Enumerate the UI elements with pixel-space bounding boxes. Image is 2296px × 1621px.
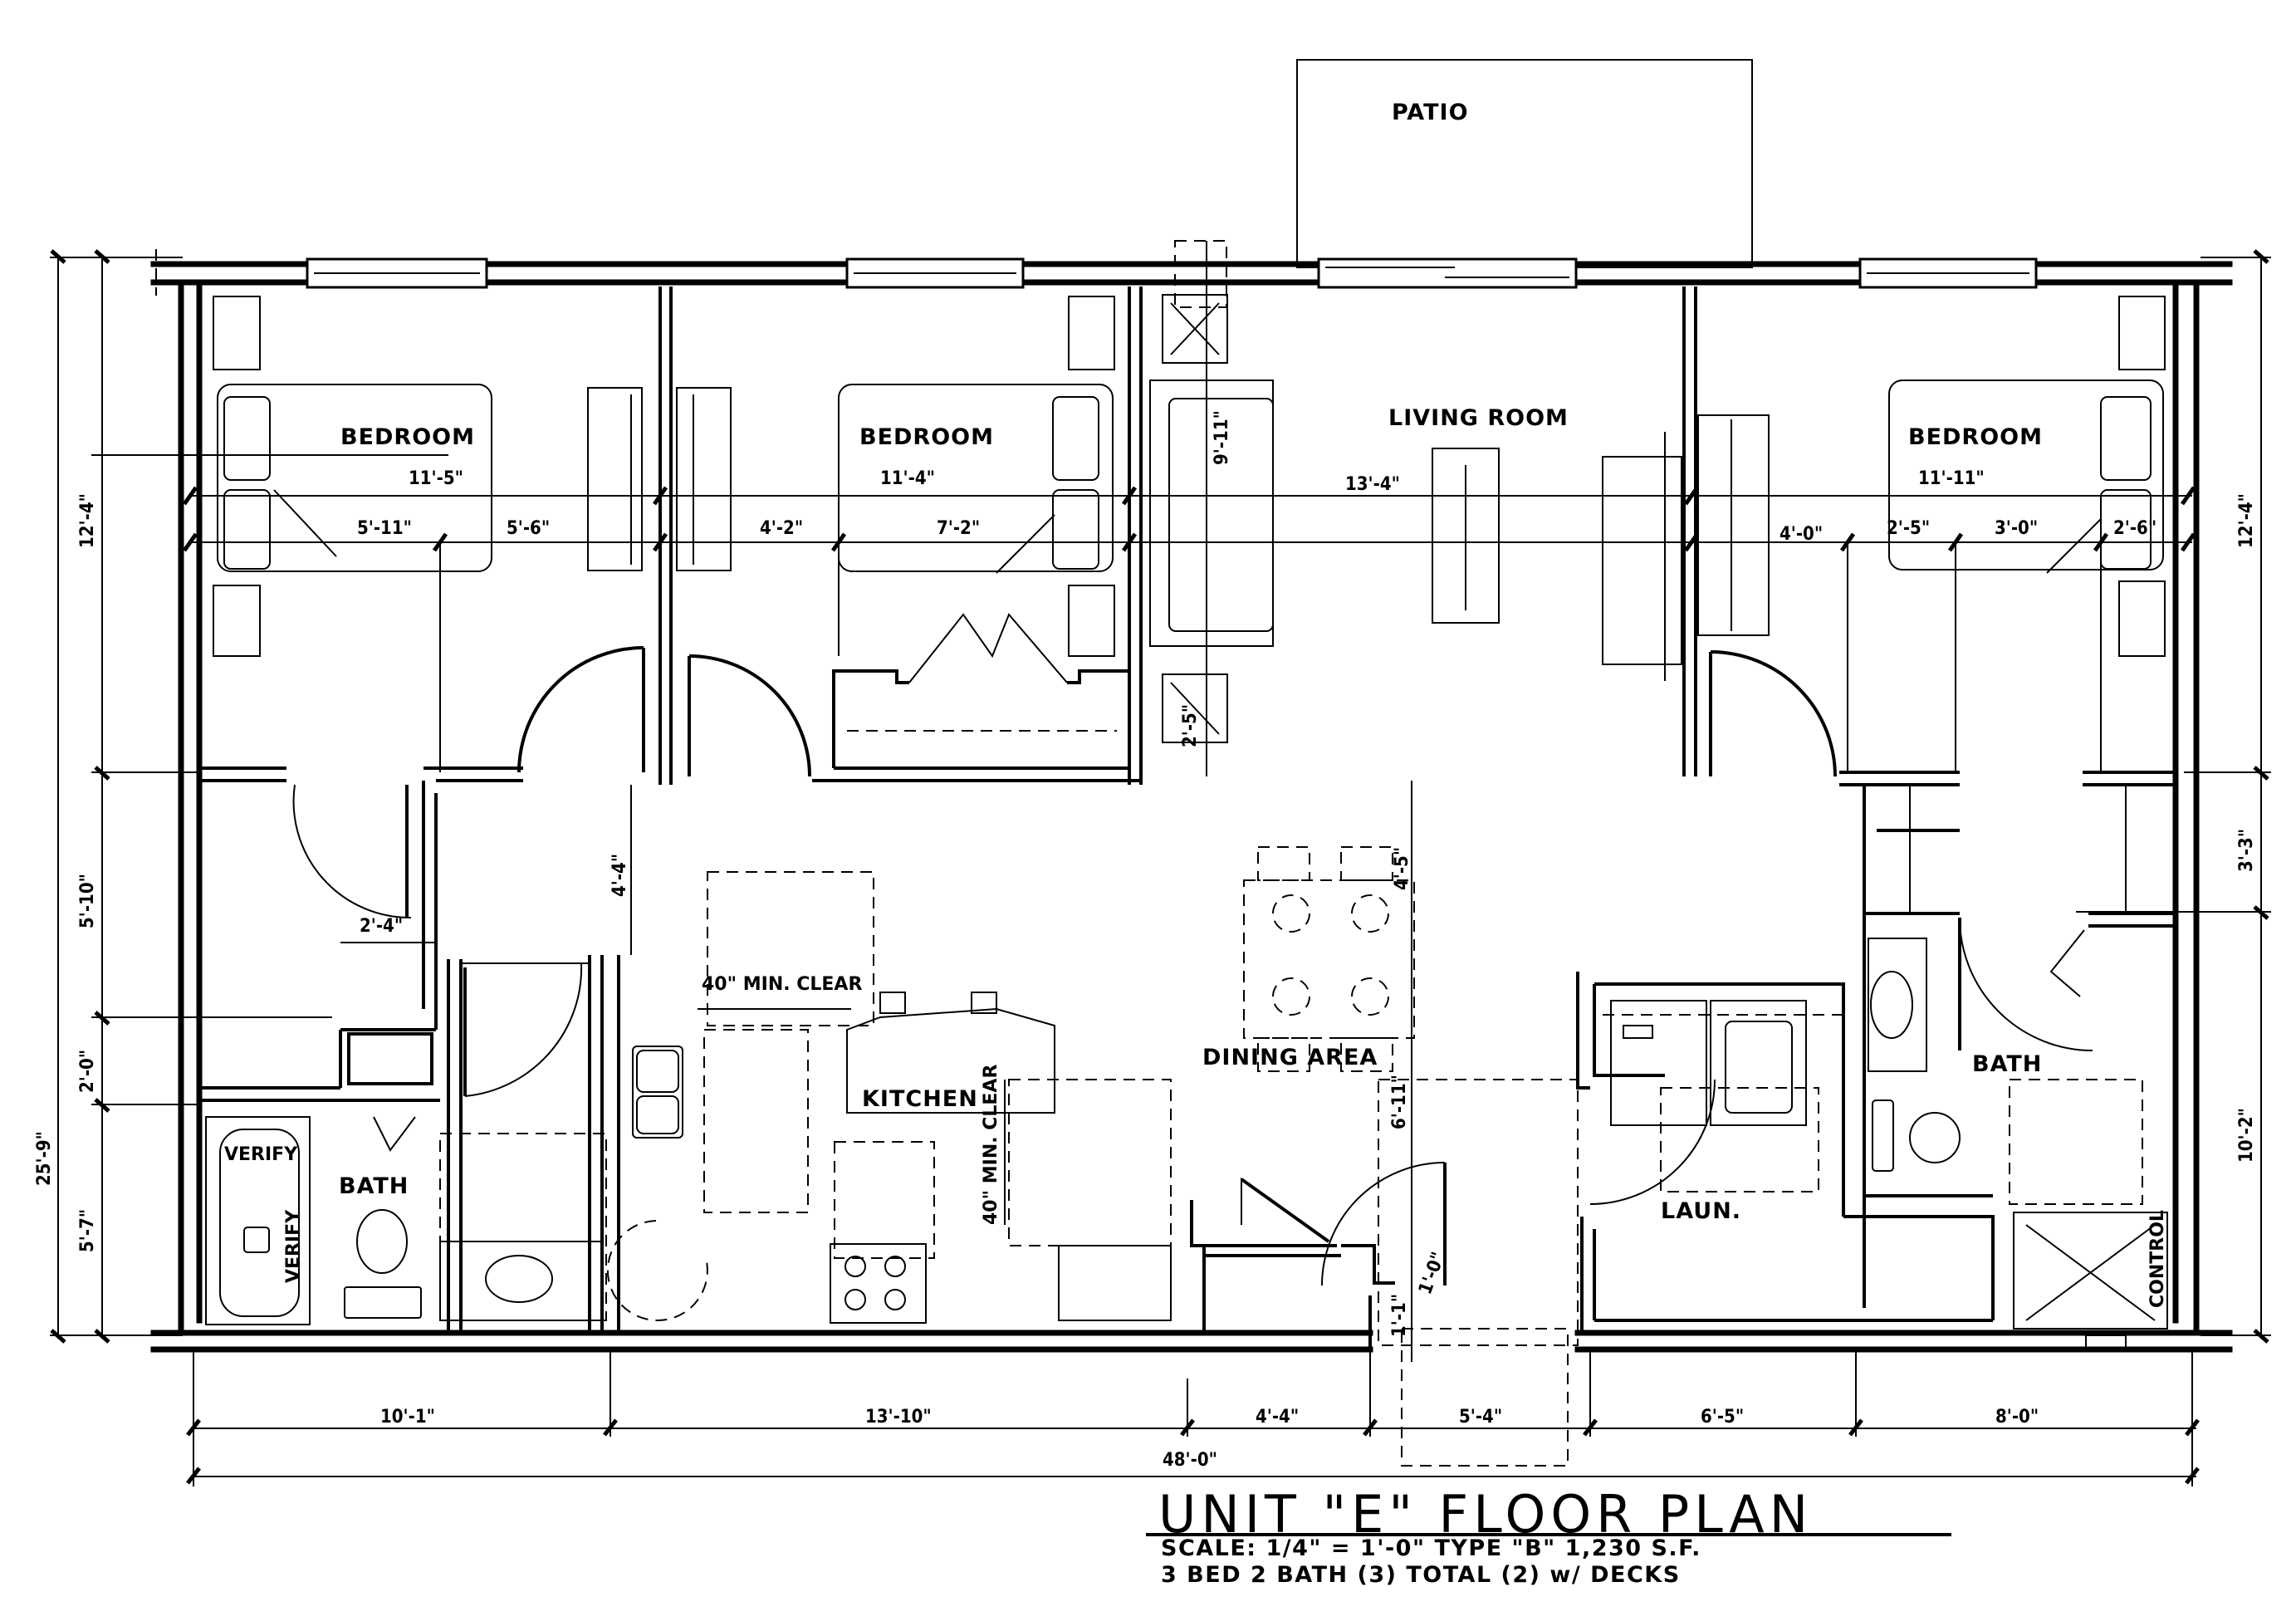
min-clear-note-vertical: 40" MIN. CLEAR — [981, 1065, 1001, 1225]
interior-walls — [199, 286, 2176, 1349]
dim-living-closet: 2'-5" — [1180, 704, 1201, 747]
verify-note-side: VERIFY — [283, 1209, 304, 1283]
dim-bedroom-right-a: 4'-0" — [1780, 524, 1823, 545]
dim-left-d: 5'-7" — [77, 1209, 98, 1252]
dim-right-c: 10'-2" — [2236, 1108, 2257, 1163]
patio: PATIO — [1296, 59, 1753, 268]
dim-bottom-b: 13'-10" — [865, 1407, 932, 1428]
dim-living-width: 13'-4" — [1345, 474, 1400, 495]
dim-bottom-overall: 48'-0" — [1163, 1450, 1217, 1471]
interior-dimensions — [182, 241, 2196, 1362]
dim-bedroom-middle-width: 11'-4" — [880, 468, 935, 489]
control-note: CONTROL — [2147, 1210, 2168, 1308]
bedroom-left-label: BEDROOM — [340, 424, 475, 450]
bedroom-right-label: BEDROOM — [1908, 424, 2043, 450]
furniture — [205, 240, 2168, 1467]
dim-bedroom-left-a: 5'-11" — [357, 518, 412, 539]
dim-living-sofa: 9'-11" — [1212, 410, 1232, 465]
left-dimensions: 25'-9" 12'-4" 5'-10" 2'-0" 5'-7" — [34, 249, 448, 1344]
dim-bedroom-left-width: 11'-5" — [409, 468, 463, 489]
laundry-label: LAUN. — [1661, 1198, 1741, 1224]
dim-bottom-f: 8'-0" — [1995, 1407, 2039, 1428]
door-swings — [292, 646, 2093, 1286]
dim-left-b: 5'-10" — [77, 874, 98, 928]
notes: VERIFY VERIFY 40" MIN. CLEAR 40" MIN. CL… — [224, 974, 2168, 1308]
dim-left-a: 12'-4" — [77, 493, 98, 548]
scale-line: SCALE: 1/4" = 1'-0" TYPE "B" 1,230 S.F. — [1161, 1535, 1701, 1561]
dim-bottom-a: 10'-1" — [380, 1407, 435, 1428]
min-clear-note-horizontal: 40" MIN. CLEAR — [702, 974, 862, 995]
bath-left-label: BATH — [339, 1173, 409, 1199]
bottom-dimensions: 10'-1" 13'-10" 4'-4" 5'-4" 6'-5" 8'-0" 4… — [186, 1352, 2200, 1486]
bedroom-middle-label: BEDROOM — [859, 424, 994, 450]
dim-bedroom-right-c: 3'-0" — [1995, 518, 2038, 539]
dim-bedroom-left-b: 5'-6" — [507, 518, 550, 539]
kitchen-label: KITCHEN — [862, 1086, 978, 1112]
exterior-walls — [150, 249, 2233, 1353]
dim-bedroom-right-d: 2'-6" — [2113, 518, 2156, 539]
dim-right-b: 3'-3" — [2236, 829, 2257, 872]
dining-area-label: DINING AREA — [1202, 1045, 1378, 1070]
dim-kitchen-vertical: 4'-4" — [609, 854, 630, 897]
dim-bedroom-right-b: 2'-5" — [1887, 518, 1930, 539]
dim-bottom-e: 6'-5" — [1701, 1407, 1744, 1428]
dim-bottom-c: 4'-4" — [1256, 1407, 1299, 1428]
dimension-labels: 11'-5" 5'-11" 5'-6" 11'-4" 4'-2" 7'-2" 1… — [357, 410, 2156, 1337]
dim-bottom-d: 5'-4" — [1459, 1407, 1502, 1428]
verify-note-top: VERIFY — [224, 1144, 298, 1165]
dim-entry-vertical: 6'-11" — [1389, 1075, 1410, 1129]
right-dimensions: 12'-4" 3'-3" 10'-2" — [2076, 249, 2271, 1344]
dim-bedroom-middle-b: 7'-2" — [937, 518, 980, 539]
dim-dining-vertical: 4'-5" — [1392, 847, 1412, 890]
living-room-label: LIVING ROOM — [1388, 405, 1569, 431]
patio-label: PATIO — [1392, 100, 1469, 125]
bath-right-label: BATH — [1972, 1051, 2042, 1077]
dim-left-overall: 25'-9" — [34, 1131, 55, 1186]
dim-right-a: 12'-4" — [2236, 493, 2257, 548]
dim-hall-closet: 2'-4" — [360, 916, 403, 937]
dim-bedroom-right-width: 11'-11" — [1918, 468, 1985, 489]
room-labels: BEDROOM BEDROOM LIVING ROOM BEDROOM DINI… — [339, 405, 2043, 1224]
dim-left-c: 2'-0" — [77, 1050, 98, 1093]
summary-line: 3 BED 2 BATH (3) TOTAL (2) w/ DECKS — [1161, 1562, 1681, 1588]
title-block: UNIT "E" FLOOR PLAN SCALE: 1/4" = 1'-0" … — [1146, 1484, 1951, 1588]
windows — [306, 257, 2038, 289]
dim-bedroom-middle-a: 4'-2" — [760, 518, 803, 539]
dim-entry-step: 1'-1" — [1389, 1294, 1410, 1337]
